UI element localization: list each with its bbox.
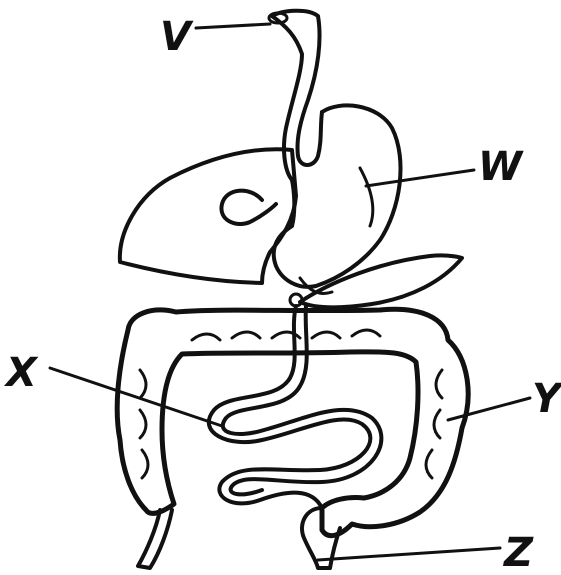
label-y: Y	[532, 376, 561, 422]
rectum	[138, 508, 340, 568]
label-z: Z	[502, 530, 534, 575]
leader-w	[366, 170, 474, 186]
stomach	[274, 105, 401, 306]
label-v: V	[160, 14, 194, 60]
leader-y	[448, 398, 530, 420]
liver	[120, 149, 296, 283]
label-x: X	[3, 350, 39, 396]
label-w: W	[478, 144, 524, 190]
leader-v	[196, 24, 270, 28]
leader-z	[318, 548, 500, 560]
leader-x	[50, 368, 222, 426]
oesophagus	[269, 11, 322, 180]
